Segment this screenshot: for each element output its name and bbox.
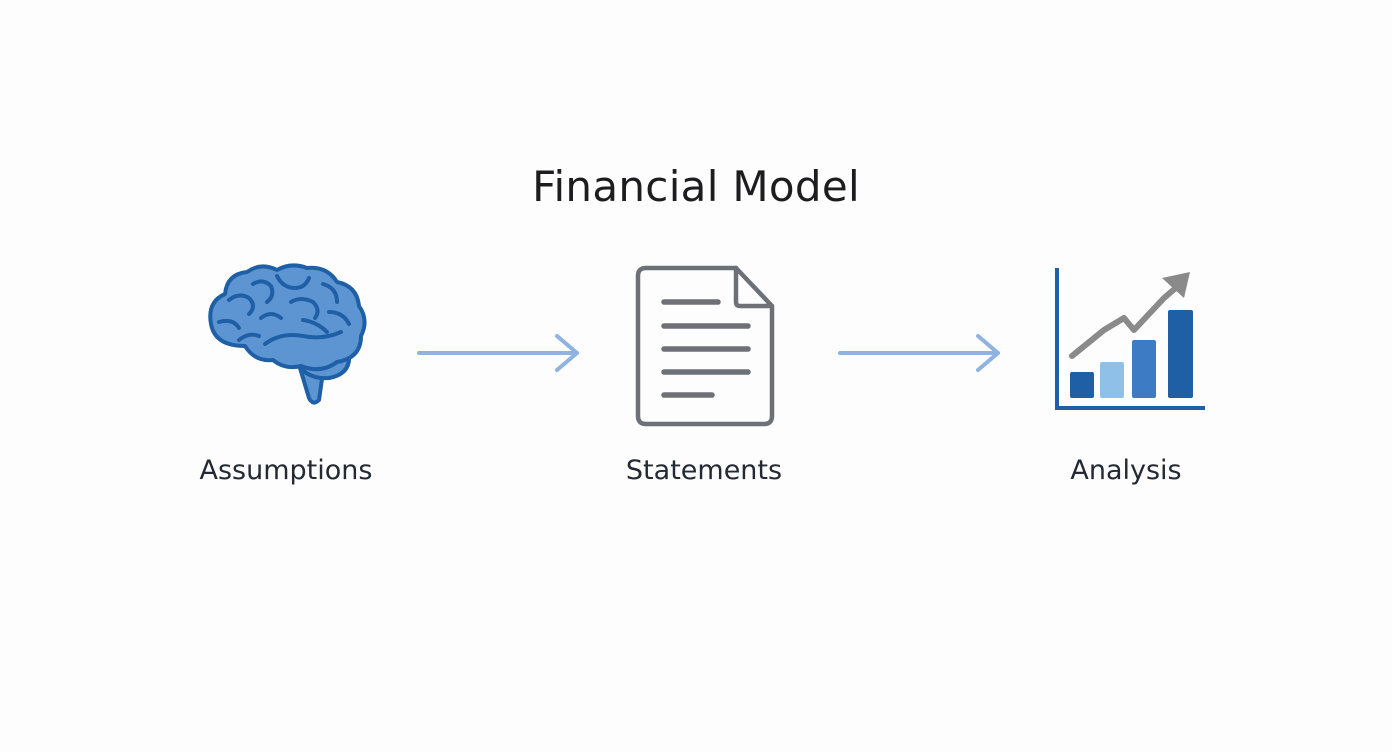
node-label-statements: Statements	[625, 455, 783, 486]
arrow-statements-to-analysis	[838, 334, 1000, 372]
node-label-analysis: Analysis	[1070, 455, 1182, 486]
document-icon	[635, 265, 775, 427]
growth-chart-icon	[1055, 268, 1205, 410]
diagram-title: Financial Model	[532, 162, 860, 211]
arrow-assumptions-to-statements	[417, 334, 579, 372]
node-label-assumptions: Assumptions	[199, 455, 373, 486]
brain-icon	[208, 263, 367, 405]
